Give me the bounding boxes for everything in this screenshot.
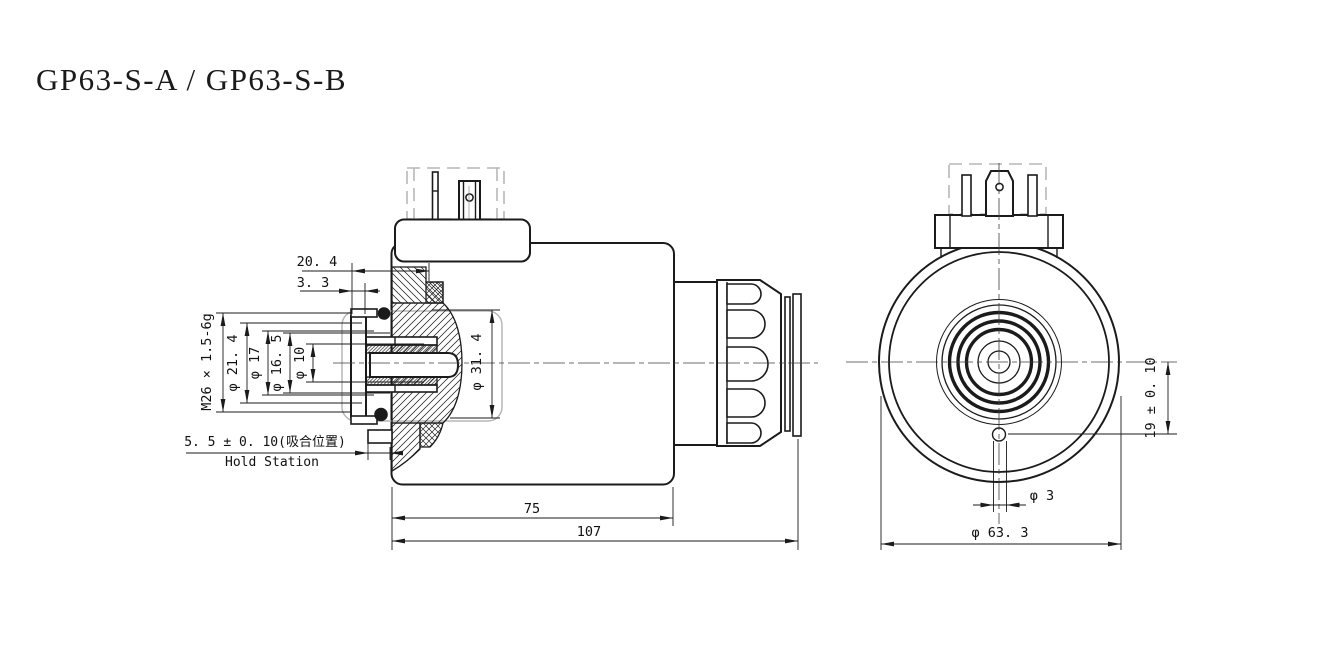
bottom-tab bbox=[367, 429, 393, 444]
dim-3-3: 3. 3 bbox=[297, 275, 380, 314]
drawing-title: GP63-S-A / GP63-S-B bbox=[36, 62, 347, 97]
dim-dia-16-5-label: φ 16. 5 bbox=[269, 335, 285, 392]
plunger-bore bbox=[369, 352, 460, 378]
pin-hole bbox=[465, 193, 474, 202]
front-pin-center bbox=[985, 170, 1014, 217]
dim-19: 19 ± 0. 10 bbox=[1008, 357, 1177, 439]
o-ring-top bbox=[377, 307, 391, 320]
dim-dia-63-3: φ 63. 3 bbox=[880, 396, 1122, 550]
dim-hold-station-value: 5. 5 ± 0. 10(吸合位置) bbox=[184, 435, 346, 450]
dim-dia-31-4: φ 31. 4 bbox=[432, 309, 500, 419]
dim-dia-63-3-label: φ 63. 3 bbox=[972, 525, 1029, 541]
dim-dia-10-label: φ 10 bbox=[292, 347, 308, 380]
connector-housing bbox=[394, 218, 531, 263]
dim-m26-label: M26 × 1.5-6g bbox=[199, 313, 215, 411]
side-section-view: 20. 4 3. 3 M26 × 1.5-6g φ 21. 4 bbox=[184, 167, 818, 550]
washer-stack bbox=[784, 293, 802, 437]
thread-section-top bbox=[365, 344, 438, 354]
dim-dia-17: φ 17 bbox=[247, 330, 374, 396]
dim-hold-station: 5. 5 ± 0. 10(吸合位置) Hold Station bbox=[184, 435, 403, 470]
armature-tube-assembly bbox=[350, 307, 460, 444]
section-hatching bbox=[391, 266, 463, 473]
dim-20-4: 20. 4 bbox=[297, 254, 430, 314]
dim-hold-station-caption: Hold Station bbox=[225, 455, 319, 470]
dim-dia-31-4-label: φ 31. 4 bbox=[469, 334, 485, 391]
front-pin-hole bbox=[995, 182, 1004, 192]
dim-dia-17-label: φ 17 bbox=[247, 347, 263, 380]
dim-dia-16-5: φ 16. 5 bbox=[269, 332, 390, 394]
dim-20-4-label: 20. 4 bbox=[297, 254, 338, 270]
thread-section-bottom bbox=[365, 376, 438, 386]
connector-phantom-outline bbox=[406, 167, 505, 220]
dim-dia-10: φ 10 bbox=[292, 343, 424, 383]
dim-75: 75 bbox=[391, 487, 674, 550]
dim-107-label: 107 bbox=[577, 524, 601, 540]
dim-dia-3-label: φ 3 bbox=[1030, 488, 1054, 504]
o-ring-bottom bbox=[374, 407, 388, 422]
dim-19-label: 19 ± 0. 10 bbox=[1143, 357, 1159, 438]
dim-dia-21-4: φ 21. 4 bbox=[225, 322, 362, 404]
dim-dia-21-4-label: φ 21. 4 bbox=[225, 335, 241, 392]
dim-75-label: 75 bbox=[524, 501, 540, 517]
dim-m26-thread: M26 × 1.5-6g bbox=[199, 312, 352, 413]
front-pin-right bbox=[1027, 174, 1038, 217]
dim-dia-3: φ 3 bbox=[973, 441, 1054, 512]
dim-3-3-label: 3. 3 bbox=[297, 275, 330, 291]
front-connector-phantom bbox=[948, 163, 1047, 215]
terminal-pin-left bbox=[431, 171, 439, 221]
front-view: 19 ± 0. 10 φ 3 φ 63. 3 bbox=[846, 163, 1177, 550]
step-cylinder bbox=[673, 281, 718, 446]
terminal-pin-right bbox=[458, 180, 481, 221]
dim-107: 107 bbox=[392, 439, 799, 550]
front-pin-left bbox=[961, 174, 972, 217]
